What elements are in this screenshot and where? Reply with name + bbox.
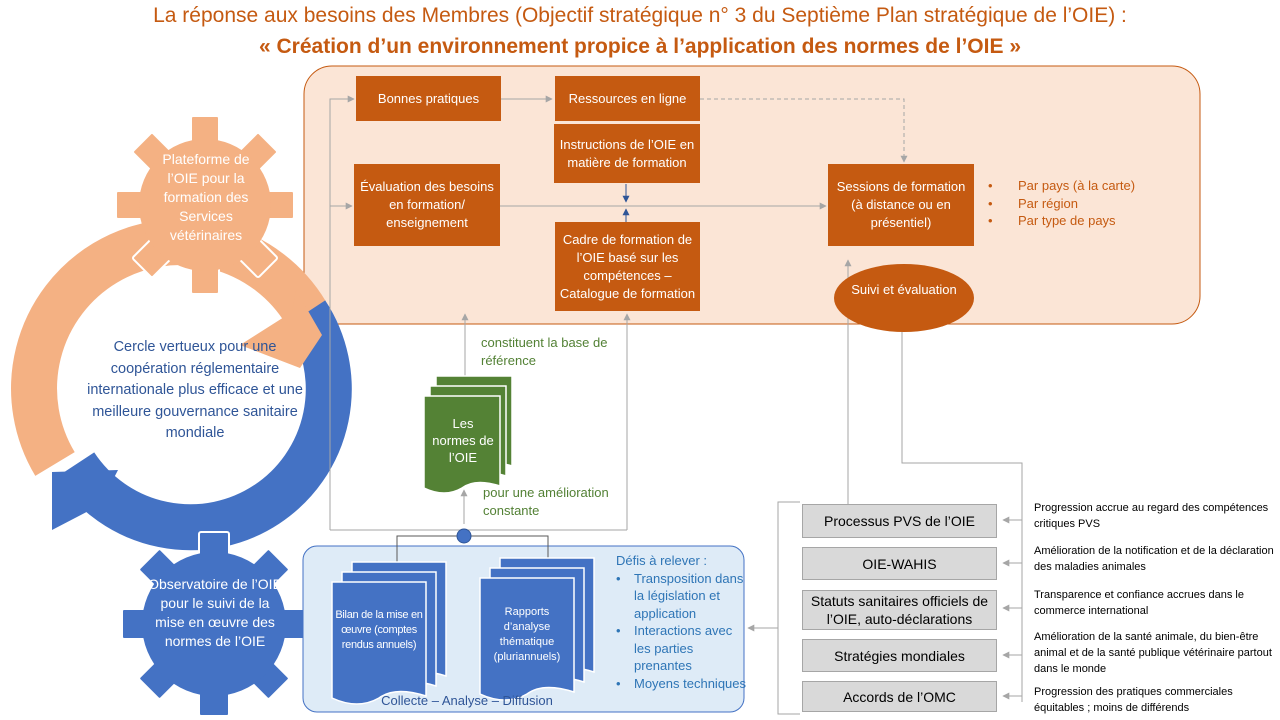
circle-arrowhead-blue [52,470,118,530]
sessions-bullet: •Par type de pays [988,213,1116,228]
virtuous-circle-label: Cercle vertueux pour une coopération rég… [87,339,303,441]
gear-top-label: Plateforme de l’OIE pour la formation de… [162,151,250,243]
suivi-ellipse [834,264,974,332]
sessions-bullet-list: •Par pays (à la carte) •Par région •Par … [988,177,1135,230]
box-sessions-formation: Sessions de formation (à distance ou en … [828,164,974,246]
box-strategies-mondiales: Stratégies mondiales [802,639,997,672]
box-statuts-sanitaires: Statuts sanitaires officiels de l’OIE, a… [802,590,997,630]
rapports-label: Rapports d’analyse thématique (pluriannu… [493,606,561,663]
box-cadre-formation: Cadre de formation de l’OIE basé sur les… [555,222,700,311]
label-base-reference: constituent la base de référence [481,335,608,368]
sessions-bullet: •Par pays (à la carte) [988,178,1136,193]
training-panel [303,65,1201,325]
junction-dot [456,528,472,544]
box-ressources-en-ligne: Ressources en ligne [555,76,700,121]
box-bonnes-pratiques: Bonnes pratiques [356,76,501,121]
box-oie-wahis: OIE-WAHIS [802,547,997,580]
rapports-doc-stack [479,557,595,701]
outcome-strategies: Amélioration de la santé animale, du bie… [1034,631,1272,675]
circle-arrowhead-orange [240,290,322,368]
normes-doc-stack [423,375,513,494]
normes-label: Les normes de l’OIE [432,416,494,465]
circle-ring-blue [55,300,352,551]
gear-bottom-shape [121,531,307,717]
outcome-omc: Progression des pratiques commerciales é… [1034,686,1233,714]
box-accords-omc: Accords de l’OMC [802,681,997,712]
defis-item: •Interactions avec les parties prenantes [616,623,733,673]
gear-top-shape [115,115,295,295]
box-processus-pvs: Processus PVS de l’OIE [802,504,997,538]
page-title-line2: « Création d’un environnement propice à … [259,35,1021,58]
suivi-evaluation-label: Suivi et évaluation [851,282,957,297]
box-instructions: Instructions de l’OIE en matière de form… [554,124,700,183]
bilan-doc-stack [331,561,447,705]
gear-bottom-label: Observatoire de l’OIE pour le suivi de l… [148,576,282,649]
defis-block: Défis à relever : •Transposition dans la… [616,552,746,692]
outcome-pvs: Progression accrue au regard des compéte… [1034,502,1269,530]
outcome-statuts: Transparence et confiance accrues dans l… [1034,589,1244,617]
collecte-label: Collecte – Analyse – Diffusion [381,693,553,708]
page-title-line1: La réponse aux besoins des Membres (Obje… [153,4,1127,27]
box-evaluation-besoins: Évaluation des besoins en formation/ ens… [354,164,500,246]
defis-item: •Transposition dans la législation et ap… [616,570,744,621]
label-amelioration: pour une amélioration constante [483,485,609,518]
defis-title: Défis à relever : [616,553,708,568]
outcome-wahis: Amélioration de la notification et de la… [1034,545,1274,573]
defis-item: •Moyens techniques [616,675,747,691]
sessions-bullet: •Par région [988,195,1078,211]
bilan-label: Bilan de la mise en œuvre (comptes rendu… [335,609,423,651]
